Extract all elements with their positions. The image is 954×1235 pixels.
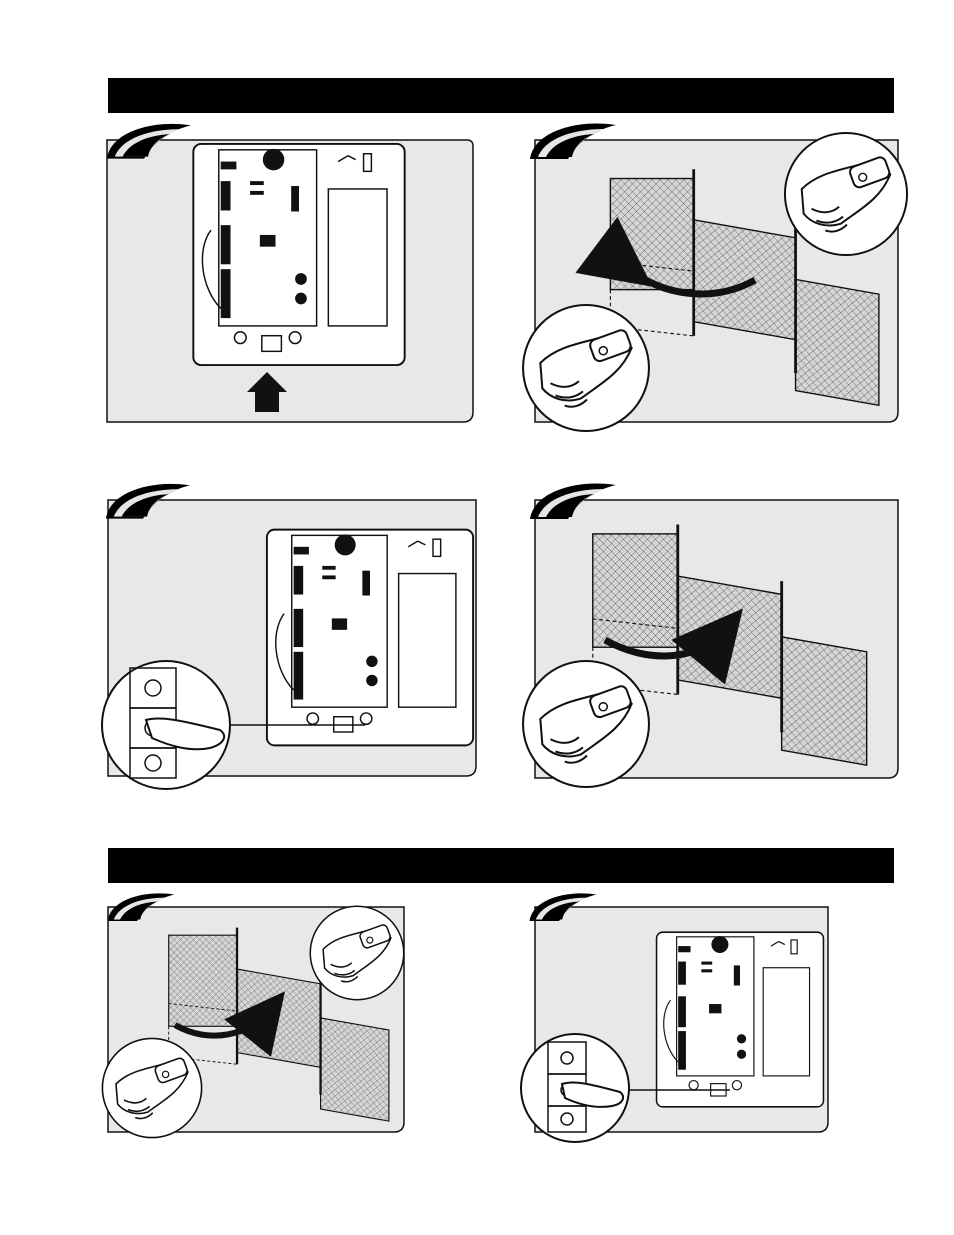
step-1-panel — [107, 120, 474, 423]
section-header-bar-2 — [108, 848, 894, 883]
step-4-illustration — [520, 480, 900, 785]
step-2-illustration — [520, 120, 900, 435]
hand-remote-icon-5 — [102, 1038, 201, 1137]
step-6-panel — [520, 890, 830, 1140]
section-header-bar-1 — [108, 78, 894, 113]
step-1-illustration — [107, 120, 474, 423]
step-3-illustration — [100, 480, 478, 790]
hand-remote-icon-4 — [310, 906, 403, 999]
control-board-icon-2 — [267, 530, 473, 746]
step-3-panel — [100, 480, 478, 790]
step-5-panel — [100, 890, 406, 1138]
step-5-illustration — [100, 890, 406, 1138]
hand-remote-icon-2 — [523, 305, 649, 431]
hand-remote-icon — [785, 133, 907, 255]
step-6-illustration — [520, 890, 830, 1140]
control-board-icon — [193, 144, 404, 365]
control-board-icon-3 — [657, 932, 824, 1107]
hand-remote-icon-3 — [523, 661, 649, 787]
step-4-panel — [520, 480, 900, 785]
step-2-panel — [520, 120, 900, 435]
